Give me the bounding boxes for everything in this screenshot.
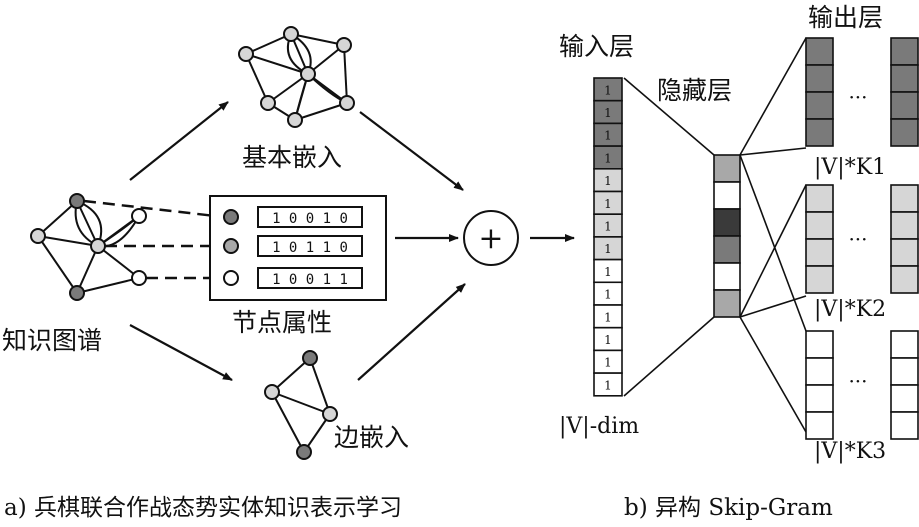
output-cell <box>805 64 834 93</box>
output-cell <box>890 238 919 267</box>
hidden-layer-column <box>713 154 741 318</box>
output-cell <box>890 184 919 213</box>
output-cell <box>890 384 919 413</box>
attribute-vector-1: 1 0 0 1 0 <box>272 211 348 227</box>
input-cell-value: 1 <box>604 106 612 120</box>
output-cell <box>805 411 834 440</box>
ellipsis-2: ··· <box>848 227 867 251</box>
input-dim-label: |V|-dim <box>559 414 639 439</box>
basic-embed-label: 基本嵌入 <box>242 143 342 172</box>
attr-node-white <box>223 270 239 286</box>
attribute-rows <box>223 206 363 289</box>
hidden-cell <box>713 235 741 264</box>
input-layer-column: 1 1 1 1 1 1 1 1 1 1 1 1 1 1 <box>593 77 623 397</box>
edge-embed-label: 边嵌入 <box>334 423 409 452</box>
input-cell-value: 1 <box>604 242 612 256</box>
output-k2-label: |V|*K2 <box>814 297 886 322</box>
attribute-vector-2: 1 0 1 1 0 <box>272 240 348 256</box>
output-cell <box>805 384 834 413</box>
ellipsis-1: ··· <box>848 85 867 109</box>
output-cell <box>890 118 919 147</box>
input-cell <box>593 372 623 397</box>
knowledge-graph-edges <box>37 200 140 294</box>
hidden-cell <box>713 289 741 318</box>
basic-embed-nodes <box>238 26 355 128</box>
output-k1-label: |V|*K1 <box>814 155 886 180</box>
hidden-layer-label: 隐藏层 <box>657 76 732 105</box>
edge-embed-nodes <box>264 350 338 460</box>
input-cell-value: 1 <box>604 378 612 392</box>
hidden-cell <box>713 262 741 291</box>
output-cell <box>890 411 919 440</box>
output-layer-label: 输出层 <box>808 3 883 32</box>
output-cell <box>890 64 919 93</box>
attr-node-dark <box>223 209 239 225</box>
ellipsis-3: ··· <box>848 369 867 393</box>
output-layer-groups <box>805 37 919 440</box>
output-cell <box>890 37 919 66</box>
output-cell <box>805 91 834 120</box>
output-cell <box>805 211 834 240</box>
attr-node-mid <box>223 238 239 254</box>
knowledge-graph-label: 知识图谱 <box>2 326 102 355</box>
edge-embed-graph <box>271 357 331 453</box>
output-cell <box>890 330 919 359</box>
caption-a: a) 兵棋联合作战态势实体知识表示学习 <box>4 495 402 521</box>
output-cell <box>805 118 834 147</box>
plus-sign: + <box>478 221 503 256</box>
output-cell <box>890 211 919 240</box>
input-cell-value: 1 <box>604 265 612 279</box>
output-cell <box>805 265 834 294</box>
input-cell-value: 1 <box>604 310 612 324</box>
input-cell-value: 1 <box>604 151 612 165</box>
input-cell-value: 1 <box>604 333 612 347</box>
input-cell-value: 1 <box>604 356 612 370</box>
node-attribute-label: 节点属性 <box>232 308 332 337</box>
input-cell-value: 1 <box>604 129 612 143</box>
layer-connections <box>623 37 807 433</box>
hidden-cell <box>713 208 741 237</box>
output-cell <box>805 330 834 359</box>
input-cell-value: 1 <box>604 288 612 302</box>
output-cell <box>805 37 834 66</box>
output-cell <box>805 184 834 213</box>
input-cell-value: 1 <box>604 83 612 97</box>
hidden-cell <box>713 181 741 210</box>
output-cell <box>805 357 834 386</box>
output-cell <box>890 91 919 120</box>
output-cell <box>805 238 834 267</box>
input-cell-value: 1 <box>604 174 612 188</box>
input-layer-label: 输入层 <box>559 32 634 61</box>
input-cell-value: 1 <box>604 197 612 211</box>
sum-operator <box>463 210 519 266</box>
output-cell <box>890 357 919 386</box>
knowledge-graph-nodes <box>30 193 147 301</box>
hidden-cell <box>713 154 741 183</box>
output-cell <box>890 265 919 294</box>
input-cell-value: 1 <box>604 220 612 234</box>
attribute-vector-3: 1 0 0 1 1 <box>272 272 348 288</box>
attribute-dashed-links <box>83 199 225 280</box>
caption-b: b) 异构 Skip-Gram <box>624 495 833 521</box>
flow-arrows <box>129 101 575 381</box>
output-k3-label: |V|*K3 <box>814 439 886 464</box>
